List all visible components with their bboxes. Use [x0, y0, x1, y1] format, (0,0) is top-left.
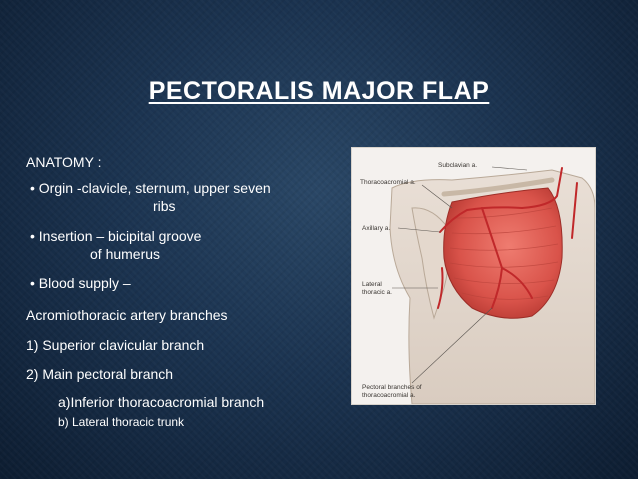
label-axillary: Axillary a.: [362, 225, 390, 232]
bullet-origin-line1: • Orgin -clavicle, sternum, upper seven: [30, 180, 271, 196]
label-lateral-2: thoracic a.: [362, 289, 392, 296]
label-thoracoacromial: Thoracoacromial a.: [360, 179, 416, 186]
list-item-2: 2) Main pectoral branch: [26, 366, 174, 382]
bullet-insertion-line1: • Insertion – bicipital groove: [30, 228, 202, 244]
anatomy-illustration: Subclavian a. Thoracoacromial a. Axillar…: [351, 147, 596, 405]
artery-lines: [437, 167, 578, 309]
label-subclavian: Subclavian a.: [438, 162, 477, 169]
label-pectoral-1: Pectoral branches of: [362, 384, 422, 391]
muscle-fibers: [449, 207, 559, 300]
label-pectoral-2: thoracoacromial a.: [362, 392, 416, 399]
bullet-blood-supply: • Blood supply –: [30, 275, 131, 291]
pectoralis-diagram: Subclavian a. Thoracoacromial a. Axillar…: [360, 162, 595, 404]
pectoralis-muscle: [443, 187, 563, 319]
bullet-insertion-line2: of humerus: [90, 246, 161, 262]
list-item-2b: b) Lateral thoracic trunk: [58, 415, 185, 429]
label-lateral-1: Lateral: [362, 281, 382, 288]
acromiothoracic-text: Acromiothoracic artery branches: [26, 307, 228, 323]
list-item-1: 1) Superior clavicular branch: [26, 337, 205, 353]
leader-lines: [392, 166, 528, 384]
clavicle: [441, 177, 555, 197]
bullet-origin-line2: ribs: [153, 198, 176, 214]
slide-title: PECTORALIS MAJOR FLAP: [148, 77, 490, 105]
anatomy-heading: ANATOMY :: [26, 154, 102, 170]
list-item-2a: a)Inferior thoracoacromial branch: [58, 394, 265, 410]
